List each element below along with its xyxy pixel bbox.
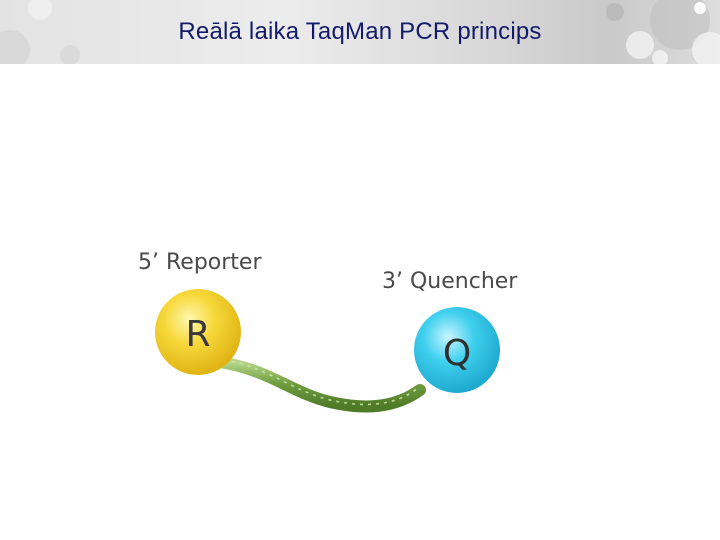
header-decoration-left <box>0 0 80 64</box>
probe-strand-texture <box>223 359 419 406</box>
quencher-dye: Q <box>414 307 500 393</box>
probe-strand <box>214 356 426 413</box>
probe-illustration: R Q <box>155 289 500 413</box>
reporter-dye: R <box>155 289 241 375</box>
quencher-letter: Q <box>443 333 471 374</box>
taqman-probe-diagram: R Q 5’ Reporter 3’ Quencher <box>120 220 580 450</box>
quencher-label: 3’ Quencher <box>382 269 518 294</box>
reporter-letter: R <box>185 314 210 355</box>
slide-title: Reālā laika TaqMan PCR princips <box>178 18 542 45</box>
header-decoration-right <box>606 0 720 64</box>
reporter-label: 5’ Reporter <box>138 250 262 275</box>
slide-header: Reālā laika TaqMan PCR princips <box>0 0 720 64</box>
